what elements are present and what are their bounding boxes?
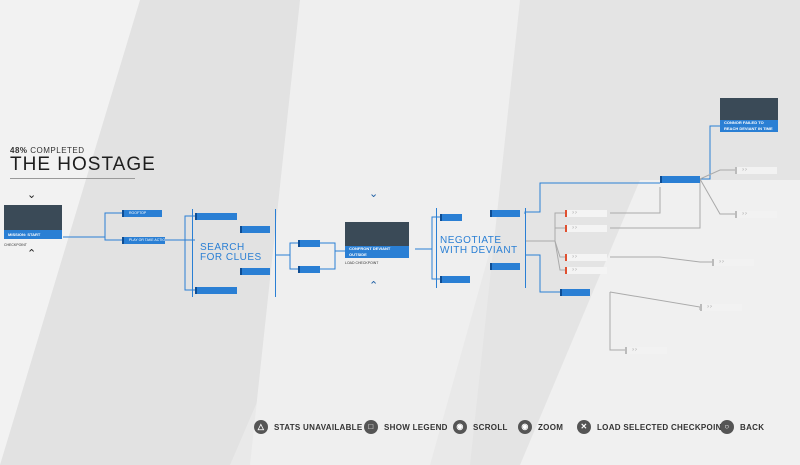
search-node-3[interactable] [240,268,270,275]
chevron-down-icon: ⌄ [369,188,379,200]
stick-icon: ◉ [518,420,532,434]
confront-label: CONFRONT DEVIANT OUTSIDE [345,246,409,258]
cross-icon: ✕ [577,420,591,434]
legend-show[interactable]: □ SHOW LEGEND [364,417,448,437]
locked-node[interactable]: ? ? [565,210,607,217]
locked-node[interactable]: ? ? [565,225,607,232]
chevron-up-icon: ⌃ [369,280,379,292]
legend-show-label: SHOW LEGEND [384,422,448,432]
legend-stats[interactable]: △ STATS UNAVAILABLE [254,417,363,437]
chevron-up-icon: ⌃ [27,248,37,260]
negotiate-node-5[interactable] [560,289,590,296]
node-roof[interactable]: ROOFTOP [122,210,162,217]
confront-sub: LOAD CHECKPOINT [345,261,379,265]
legend-stats-label: STATS UNAVAILABLE [274,422,363,432]
locked-node[interactable]: ? ? [565,267,607,274]
mission-start-label: MISSION: START [4,230,62,239]
mission-start-thumbnail[interactable]: MISSION: START [4,205,62,239]
stick-icon: ◉ [453,420,467,434]
mid-node-upper[interactable] [298,240,320,247]
locked-node[interactable]: ? ? [565,254,607,261]
legend-load-label: LOAD SELECTED CHECKPOINT [597,422,727,432]
search-node-4[interactable] [195,287,237,294]
search-node-2[interactable] [240,226,270,233]
negotiate-node-1[interactable] [440,214,462,221]
title-divider [10,178,135,179]
search-group-title: SEARCH FOR CLUES [200,242,262,263]
negotiate-node-2[interactable] [490,210,520,217]
locked-node[interactable]: ? ? [735,211,777,218]
legend-scroll-label: SCROLL [473,422,508,432]
chevron-down-icon: ⌄ [27,189,37,201]
locked-node[interactable]: ? ? [735,167,777,174]
confront-thumbnail[interactable]: CONFRONT DEVIANT OUTSIDE [345,222,409,258]
legend-load-checkpoint[interactable]: ✕ LOAD SELECTED CHECKPOINT [577,417,727,437]
triangle-icon: △ [254,420,268,434]
search-group-bracket [192,209,276,297]
branch-node-top[interactable] [660,176,700,183]
mid-node-lower[interactable] [298,266,320,273]
negotiate-group-bracket [436,208,526,288]
failed-thumbnail[interactable]: CONNOR FAILED TO REACH DEVIANT IN TIME [720,98,778,132]
mission-start-sub: CHECKPOINT [4,243,27,247]
locked-node[interactable]: ? ? [700,304,742,311]
legend-zoom-label: ZOOM [538,422,564,432]
legend-back[interactable]: ○ BACK [720,417,764,437]
chapter-title: THE HOSTAGE [10,154,156,175]
locked-node[interactable]: ? ? [625,347,667,354]
node-action[interactable]: PLAY OR TAKE ACTION [122,237,165,244]
legend-zoom[interactable]: ◉ ZOOM [518,417,563,437]
legend-back-label: BACK [740,422,765,432]
circle-icon: ○ [720,420,734,434]
search-node-1[interactable] [195,213,237,220]
failed-label: CONNOR FAILED TO REACH DEVIANT IN TIME [720,120,778,132]
locked-node[interactable]: ? ? [712,259,754,266]
completion-percentage: 48% COMPLETED [10,146,85,155]
legend-scroll[interactable]: ◉ SCROLL [453,417,508,437]
square-icon: □ [364,420,378,434]
negotiate-group-title: NEGOTIATE WITH DEVIANT [440,235,518,256]
negotiate-node-4[interactable] [490,263,520,270]
negotiate-node-3[interactable] [440,276,470,283]
